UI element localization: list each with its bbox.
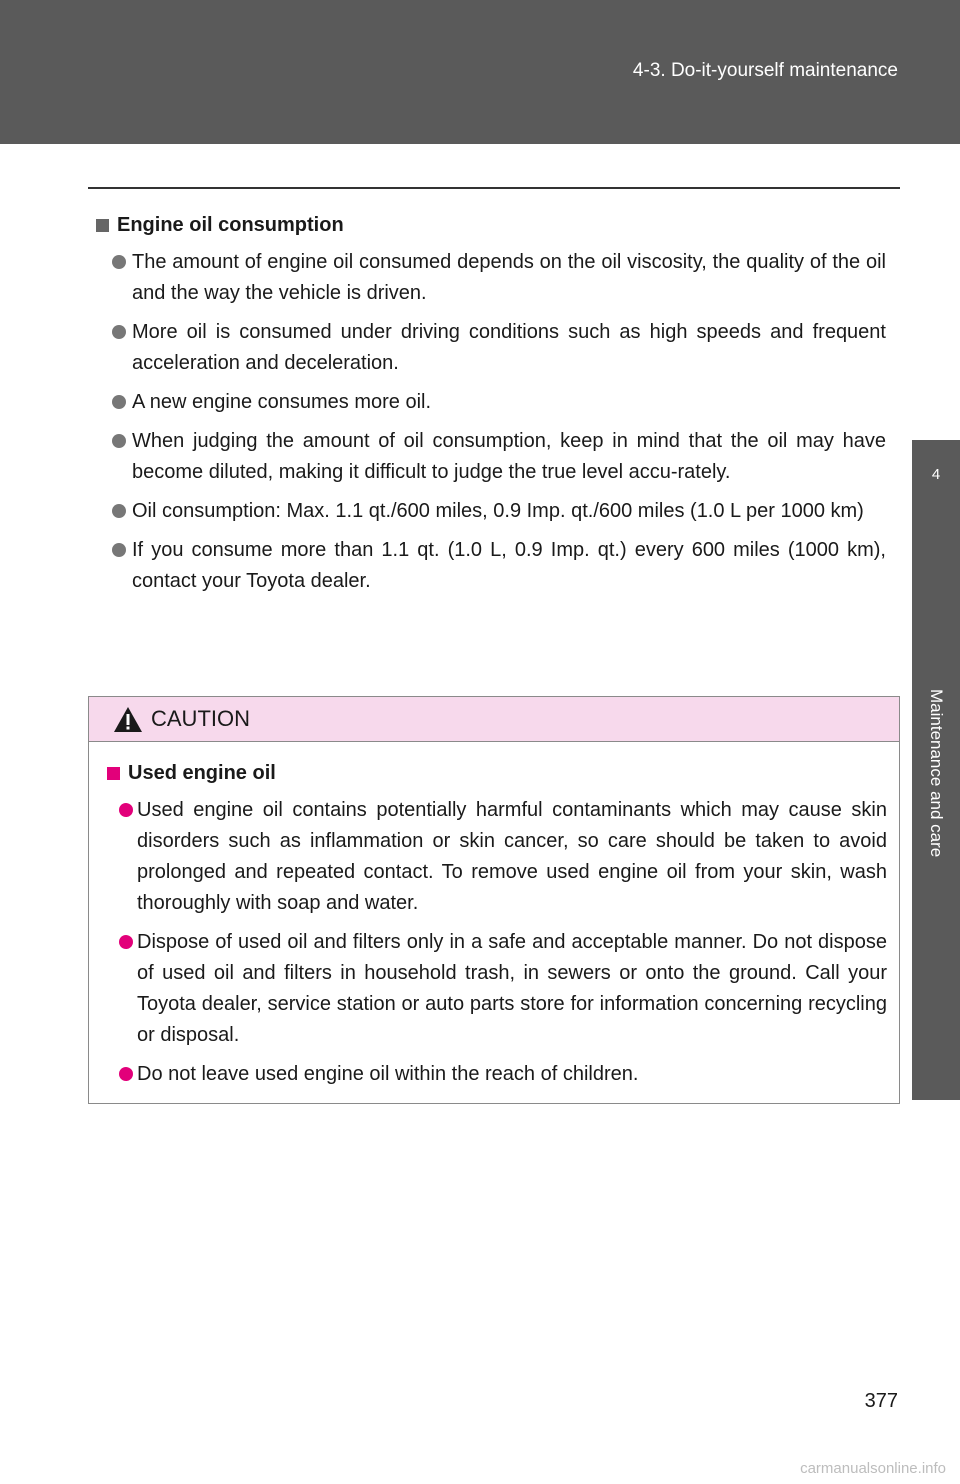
bullet-icon — [112, 325, 126, 339]
watermark: carmanualsonline.info — [800, 1460, 946, 1477]
list-item-text: The amount of engine oil consumed depend… — [132, 251, 886, 304]
list-item-text: When judging the amount of oil consumpti… — [132, 430, 886, 483]
caution-heading: Used engine oil — [107, 762, 887, 785]
bullet-icon — [112, 434, 126, 448]
list-item: A new engine consumes more oil. — [96, 387, 886, 418]
chapter-label: Maintenance and care — [927, 688, 946, 858]
list-item: Used engine oil contains potentially har… — [107, 795, 887, 919]
list-item-text: Dispose of used oil and filters only in … — [137, 931, 887, 1046]
page-header: 4-3. Do-it-yourself maintenance — [0, 0, 960, 144]
list-item: When judging the amount of oil consumpti… — [96, 426, 886, 488]
list-item-text: Do not leave used engine oil within the … — [137, 1063, 639, 1085]
caution-body: Used engine oil Used engine oil contains… — [89, 742, 899, 1090]
list-item: The amount of engine oil consumed depend… — [96, 247, 886, 309]
list-item-text: More oil is consumed under driving condi… — [132, 321, 886, 374]
divider — [88, 187, 900, 189]
main-content: Engine oil consumption The amount of eng… — [96, 214, 886, 605]
bullet-icon — [119, 935, 133, 949]
caution-box: CAUTION Used engine oil Used engine oil … — [88, 696, 900, 1104]
list-item-text: If you consume more than 1.1 qt. (1.0 L,… — [132, 539, 886, 592]
bullet-icon — [119, 803, 133, 817]
page-number: 377 — [864, 1390, 898, 1412]
list-item-text: Used engine oil contains potentially har… — [137, 799, 887, 914]
list-item: Do not leave used engine oil within the … — [107, 1059, 887, 1090]
list-item-text: A new engine consumes more oil. — [132, 391, 432, 413]
caution-label: CAUTION — [151, 706, 250, 731]
square-bullet-icon — [96, 219, 109, 232]
bullet-icon — [119, 1067, 133, 1081]
list-item: Dispose of used oil and filters only in … — [107, 927, 887, 1051]
list-item: More oil is consumed under driving condi… — [96, 317, 886, 379]
section-heading: Engine oil consumption — [96, 214, 886, 237]
caution-heading-text: Used engine oil — [128, 762, 276, 784]
warning-triangle-icon — [114, 706, 142, 732]
bullet-icon — [112, 255, 126, 269]
bullet-icon — [112, 395, 126, 409]
section-heading-text: Engine oil consumption — [117, 214, 344, 236]
section-title: 4-3. Do-it-yourself maintenance — [632, 60, 898, 81]
chapter-number: 4 — [931, 466, 941, 483]
chapter-tab: 4 Maintenance and care — [912, 440, 960, 1100]
square-bullet-icon — [107, 767, 120, 780]
bullet-icon — [112, 504, 126, 518]
list-item: If you consume more than 1.1 qt. (1.0 L,… — [96, 535, 886, 597]
list-item: Oil consumption: Max. 1.1 qt./600 miles,… — [96, 496, 886, 527]
bullet-icon — [112, 543, 126, 557]
caution-header: CAUTION — [89, 697, 899, 742]
list-item-text: Oil consumption: Max. 1.1 qt./600 miles,… — [132, 500, 864, 522]
